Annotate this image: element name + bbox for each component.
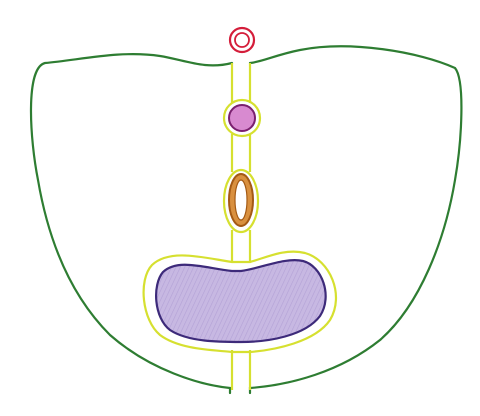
cavity-yellow-rim <box>142 250 338 354</box>
vesicle <box>222 98 262 138</box>
oval-body <box>222 168 260 234</box>
channel-lower <box>230 230 252 262</box>
cavity <box>142 250 338 354</box>
channel-top <box>230 63 252 103</box>
outer-membrane <box>29 45 463 395</box>
top-ring <box>228 26 256 54</box>
channel-middle <box>230 134 252 172</box>
channel-bottom <box>230 350 252 390</box>
cavity-body <box>155 259 327 344</box>
